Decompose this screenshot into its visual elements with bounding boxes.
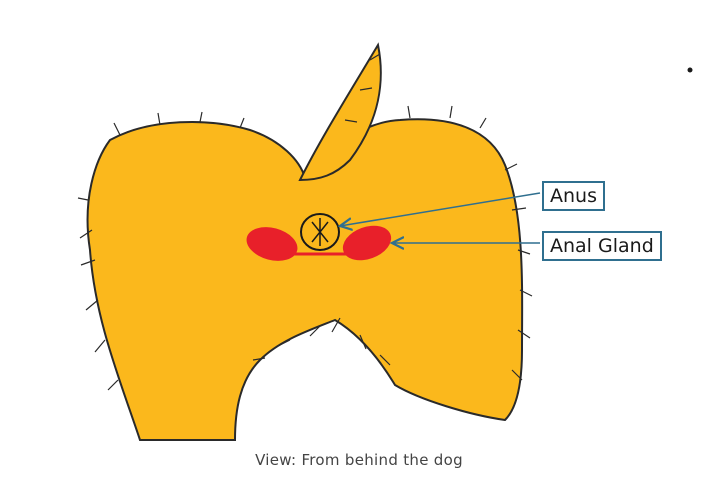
diagram-caption: View: From behind the dog <box>0 451 718 469</box>
anal-gland-label: Anal Gland <box>542 231 662 261</box>
fur-shape <box>88 119 523 440</box>
anus-label: Anus <box>542 181 605 211</box>
stray-dot <box>688 68 693 73</box>
